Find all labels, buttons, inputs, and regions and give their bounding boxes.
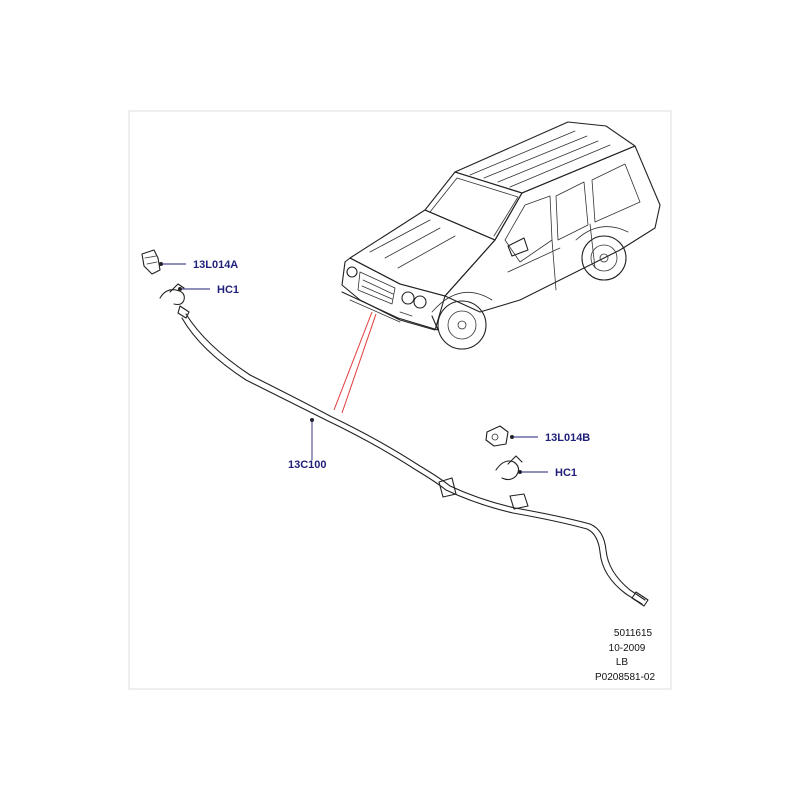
label-clip-right: HC1 [555, 467, 577, 479]
meta-reference: P0208581-02 [595, 672, 655, 683]
meta-code: 5011615 [614, 628, 653, 639]
diagram-frame [128, 110, 672, 690]
label-jet-right: 13L014B [545, 432, 590, 444]
washer-hose [177, 305, 649, 607]
washer-jet-right [485, 425, 514, 447]
meta-date: 10-2009 [609, 643, 646, 654]
washer-jet-left [141, 249, 163, 275]
label-clip-left: HC1 [217, 284, 239, 296]
label-jet-left: 13L014A [193, 259, 238, 271]
label-hose: 13C100 [288, 459, 327, 471]
meta-region: LB [616, 657, 629, 668]
clip-right [495, 455, 523, 481]
locator-lines [333, 311, 377, 414]
vehicle-illustration [341, 121, 661, 350]
clip-left [159, 283, 185, 306]
